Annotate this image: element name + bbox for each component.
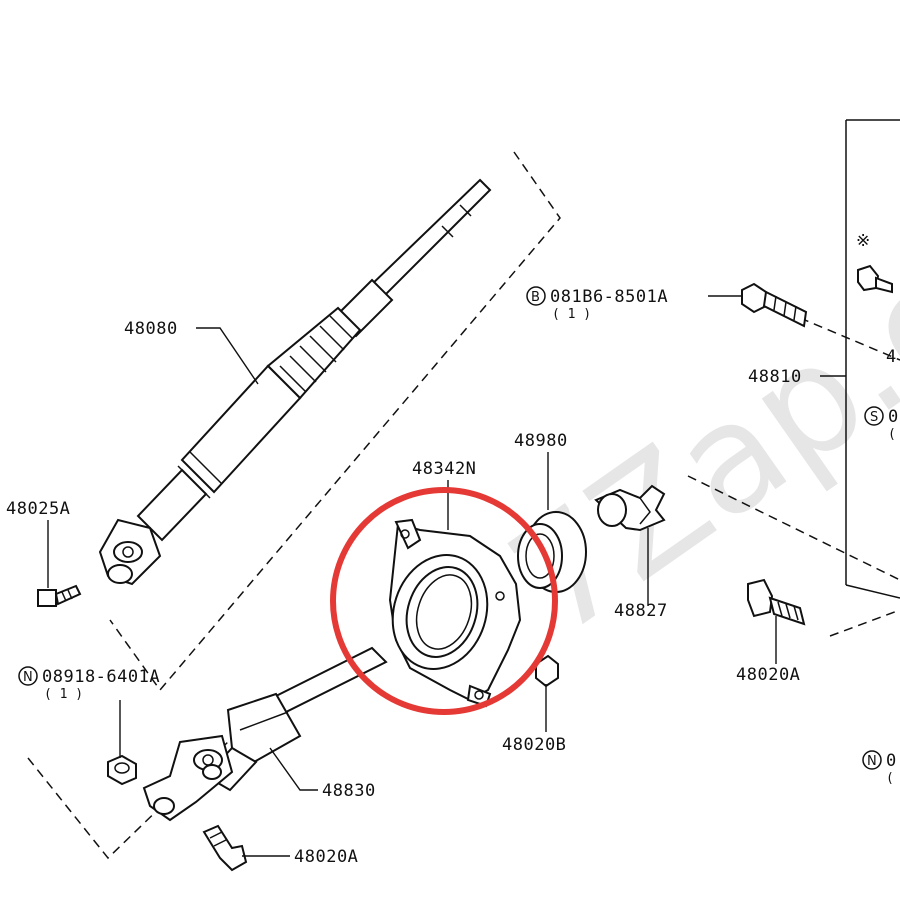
label-48980: 48980 bbox=[514, 431, 568, 451]
bolt-b-qty: ( 1 ) bbox=[552, 307, 591, 322]
edge-n-qty: ( bbox=[886, 771, 894, 786]
label-48025a: 48025A bbox=[6, 499, 70, 519]
label-48810: 48810 bbox=[748, 367, 802, 387]
label-48020a-bottom: 48020A bbox=[294, 847, 358, 867]
label-48342n: 48342N bbox=[412, 459, 476, 479]
upper-column-shaft bbox=[98, 178, 492, 586]
nut-48020b bbox=[535, 654, 559, 688]
bolt-081b6 bbox=[741, 282, 808, 328]
edge-label-s: S 0 ( bbox=[864, 406, 899, 442]
lower-intermediate-shaft bbox=[142, 646, 388, 822]
edge-label-4: 4 bbox=[886, 347, 897, 367]
label-48827: 48827 bbox=[614, 601, 668, 621]
bearing-housing-48342n bbox=[388, 518, 522, 708]
highlight-circle bbox=[330, 487, 558, 715]
edge-label-n: N 0 ( bbox=[862, 750, 897, 786]
bolt-48025a bbox=[37, 584, 82, 607]
nut-08918 bbox=[107, 754, 137, 786]
label-nut-n: N 08918-6401A ( 1 ) bbox=[18, 666, 160, 702]
nut-n-qty: ( 1 ) bbox=[44, 687, 83, 702]
dashed-outline-right bbox=[687, 317, 900, 637]
right-frame bbox=[845, 119, 900, 599]
bolt-48020a-bottom bbox=[202, 824, 248, 872]
edge-n-prefix: N bbox=[867, 754, 877, 769]
small-bolt-right-edge: ※ bbox=[856, 231, 893, 294]
edge-n-text: 0 bbox=[886, 751, 897, 771]
star-mark: ※ bbox=[856, 231, 871, 251]
bushing-48980 bbox=[517, 511, 587, 593]
watermark: 7Zap.co bbox=[481, 179, 900, 670]
edge-s-text: 0 bbox=[888, 407, 899, 427]
edge-s-qty: ( bbox=[888, 427, 896, 442]
label-48830: 48830 bbox=[322, 781, 376, 801]
nut-n-prefix: N bbox=[23, 670, 33, 685]
lower-universal-joint bbox=[142, 734, 234, 822]
bolt-b-number: 081B6-8501A bbox=[550, 287, 668, 307]
bolt-b-prefix: B bbox=[531, 290, 540, 305]
bolt-48020a-right bbox=[747, 578, 806, 626]
label-48020b: 48020B bbox=[502, 735, 566, 755]
upper-universal-joint bbox=[98, 518, 162, 586]
edge-s-prefix: S bbox=[870, 410, 878, 425]
dashed-outline-upper-shaft bbox=[109, 151, 561, 692]
nut-n-number: 08918-6401A bbox=[42, 667, 160, 687]
callout-labels: 48080 48025A 48342N 48980 48827 48810 48… bbox=[6, 286, 899, 867]
label-bolt-b: B 081B6-8501A ( 1 ) bbox=[526, 286, 668, 322]
label-48080: 48080 bbox=[124, 319, 178, 339]
label-48020a-right: 48020A bbox=[736, 665, 800, 685]
clip-48827 bbox=[594, 484, 666, 532]
